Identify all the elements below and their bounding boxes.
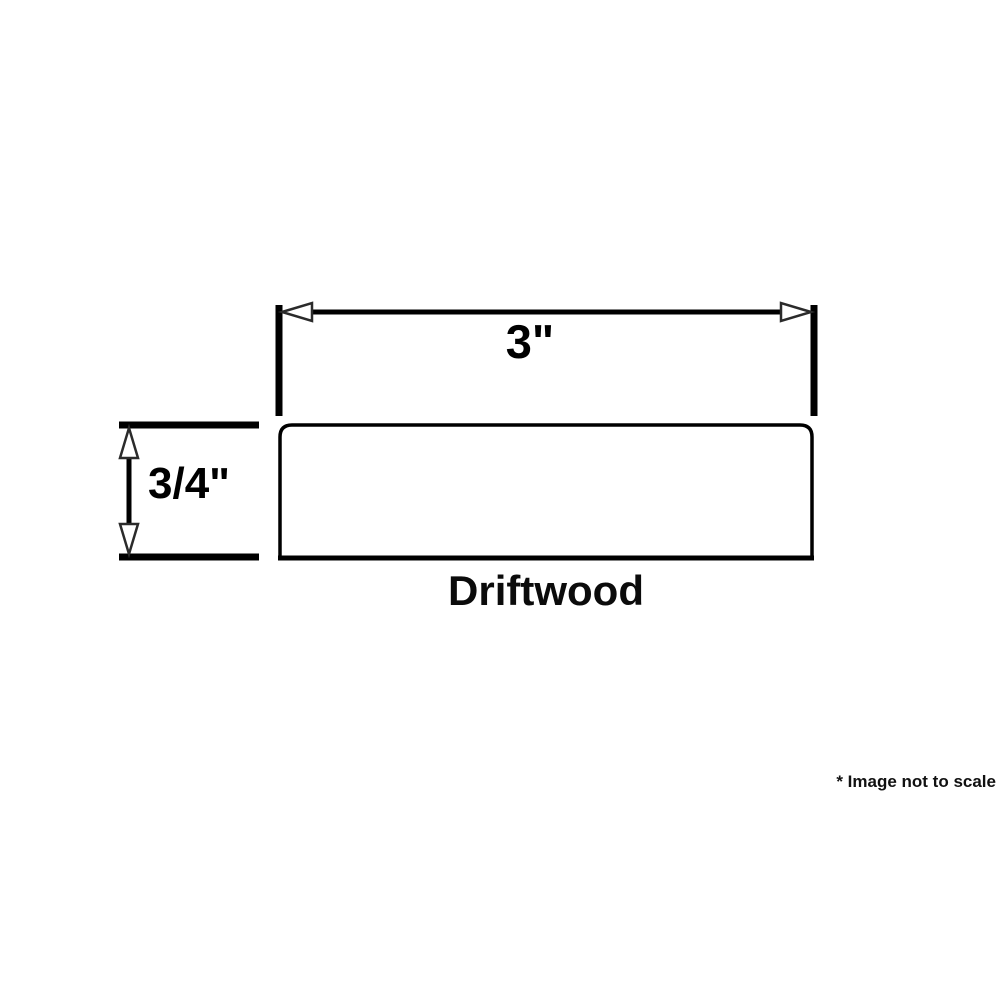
height-arrow-up-icon — [118, 423, 140, 460]
product-name-label: Driftwood — [448, 567, 644, 614]
product-profile-outline — [278, 423, 814, 560]
product-profile-shape — [278, 423, 814, 561]
width-arrow-right-icon — [779, 301, 816, 323]
width-dimension-label: 3" — [505, 315, 555, 368]
width-dimension-group — [275, 301, 818, 416]
scale-disclaimer-note: * Image not to scale — [836, 772, 996, 791]
height-dimension-group — [118, 421, 259, 561]
height-dimension-label: 3/4" — [148, 459, 231, 508]
height-arrow-down-icon — [118, 522, 140, 559]
width-arrow-left-icon — [277, 301, 314, 323]
